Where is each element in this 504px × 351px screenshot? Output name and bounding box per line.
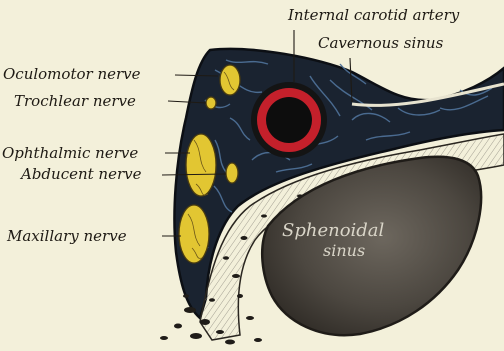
sphenoidal-sinus-label-line2: sinus [323, 241, 365, 260]
ophthalmic-nerve-label: Ophthalmic nerve [2, 144, 138, 162]
internal-carotid-artery [251, 82, 327, 158]
maxillary-nerve-label: Maxillary nerve [6, 227, 127, 245]
sphenoidal-sinus-label-line1: Sphenoidal [282, 220, 385, 241]
cavernous-sinus-label: Cavernous sinus [318, 34, 444, 52]
maxillary-nerve-shape [179, 205, 209, 263]
oculomotor-nerve-shape [220, 65, 240, 95]
abducent-nerve-label: Abducent nerve [19, 165, 142, 183]
trochlear-nerve-label: Trochlear nerve [14, 92, 136, 110]
abducent-nerve-shape [226, 163, 238, 183]
oculomotor-nerve-label: Oculomotor nerve [3, 65, 141, 83]
trochlear-nerve-shape [206, 97, 216, 109]
ophthalmic-nerve-shape [186, 134, 216, 196]
internal-carotid-artery-label: Internal carotid artery [287, 6, 460, 24]
